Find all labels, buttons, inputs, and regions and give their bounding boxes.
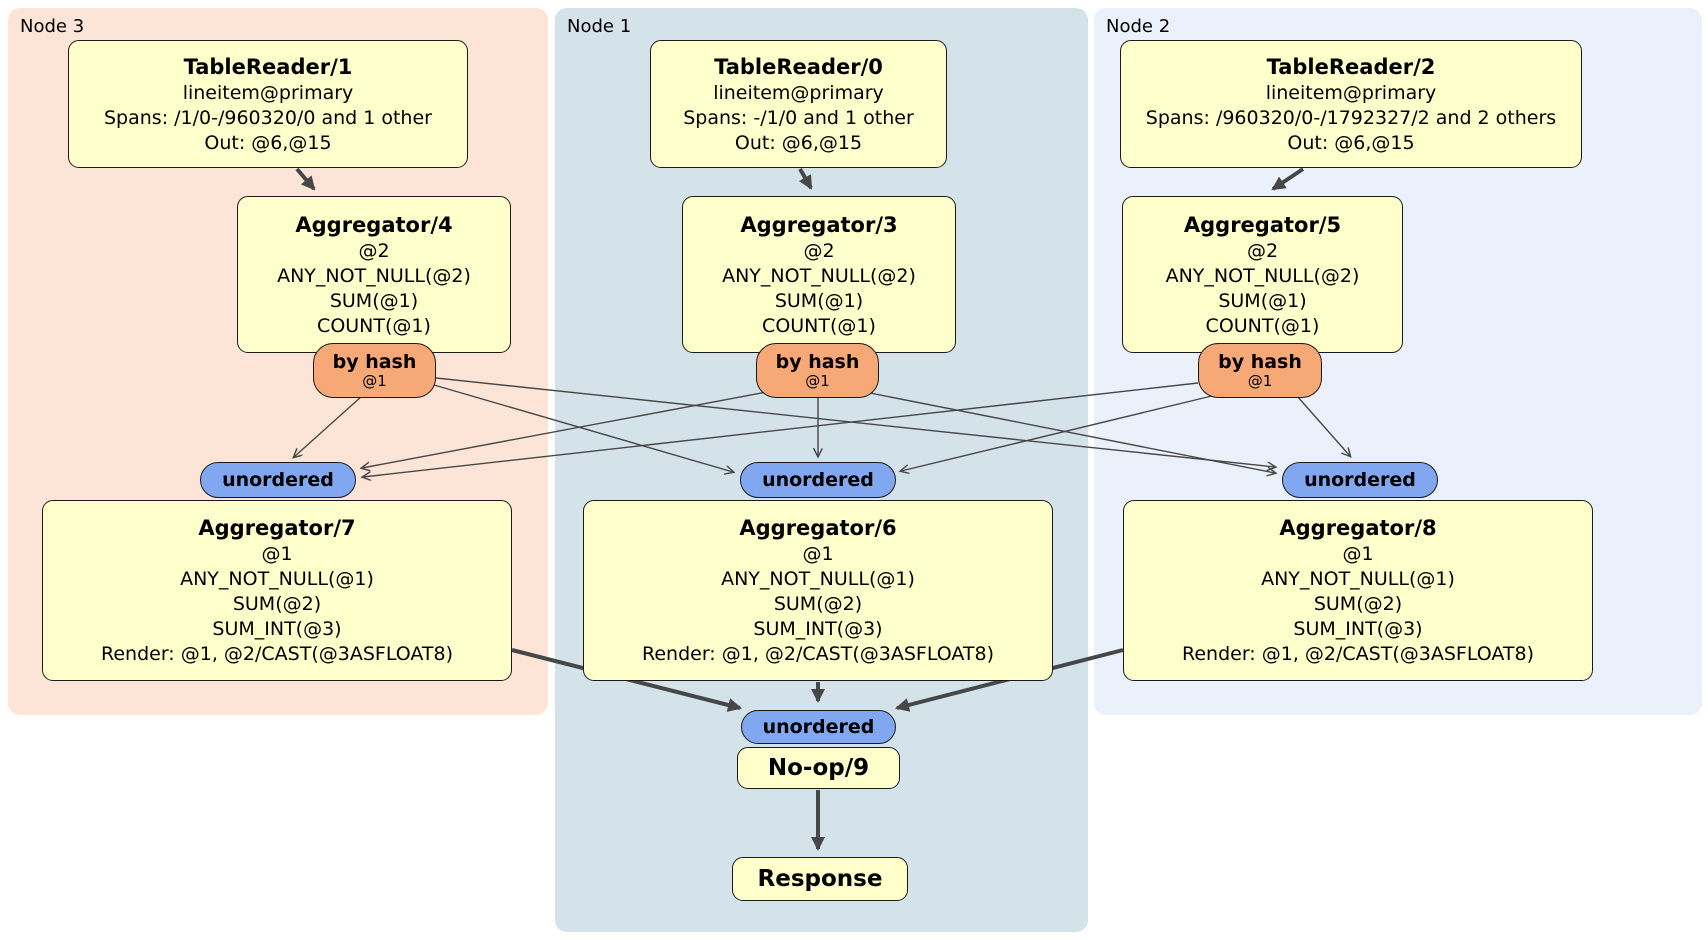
tablereader-2-title: TableReader/2	[1266, 54, 1436, 79]
node-1-label: Node 1	[567, 16, 632, 37]
response-title: Response	[757, 866, 883, 892]
node-2-label: Node 2	[1106, 16, 1171, 37]
edge-hash3-u3	[294, 395, 363, 457]
hash-router-node3: by hash @1	[313, 343, 436, 398]
tablereader-1-title: TableReader/1	[183, 54, 353, 79]
node-3-label: Node 3	[20, 16, 85, 37]
unordered-sync-node2: unordered	[1282, 462, 1438, 498]
response-box: Response	[732, 857, 908, 901]
noop-box: No-op/9	[737, 747, 900, 789]
edge-hash1-u3	[362, 390, 773, 468]
aggregator-3-title: Aggregator/3	[740, 212, 898, 237]
edge-hash1-u2	[859, 390, 1275, 473]
edge-hash3-u1	[433, 384, 733, 472]
hash-router-node1-label: by hash	[775, 351, 860, 373]
edge-tr1-agg4	[295, 167, 316, 191]
unordered-sync-final: unordered	[741, 710, 896, 744]
edge-hash2-u1	[901, 393, 1221, 471]
hash-router-node3-label: by hash	[332, 351, 417, 373]
aggregator-6-title: Aggregator/6	[739, 516, 897, 540]
edge-tr0-agg3	[798, 167, 813, 190]
unordered-sync-node1: unordered	[740, 462, 896, 498]
aggregator-5-title: Aggregator/5	[1183, 212, 1342, 237]
hash-router-node2-detail: @1	[1247, 372, 1273, 390]
noop-title: No-op/9	[767, 755, 870, 781]
edge-hash2-u3	[363, 382, 1199, 477]
table-reader-edges	[295, 167, 1305, 191]
aggregator-4-title: Aggregator/4	[295, 212, 453, 237]
hash-router-node1-detail: @1	[805, 372, 830, 390]
aggregator-7-title: Aggregator/7	[198, 516, 356, 540]
edge-tr2-agg5	[1271, 167, 1305, 191]
edge-hash3-u2	[435, 377, 1275, 467]
aggregator-8-title: Aggregator/8	[1279, 516, 1437, 540]
hash-router-edges	[294, 377, 1350, 477]
tablereader-0-title: TableReader/0	[714, 54, 883, 79]
hash-router-node1: by hash @1	[756, 343, 879, 398]
unordered-sync-node3: unordered	[200, 462, 356, 498]
edge-hash2-u2	[1296, 395, 1350, 456]
hash-router-node2-label: by hash	[1218, 351, 1302, 373]
hash-router-node3-detail: @1	[362, 372, 387, 390]
hash-router-node2: by hash @1	[1198, 343, 1322, 398]
